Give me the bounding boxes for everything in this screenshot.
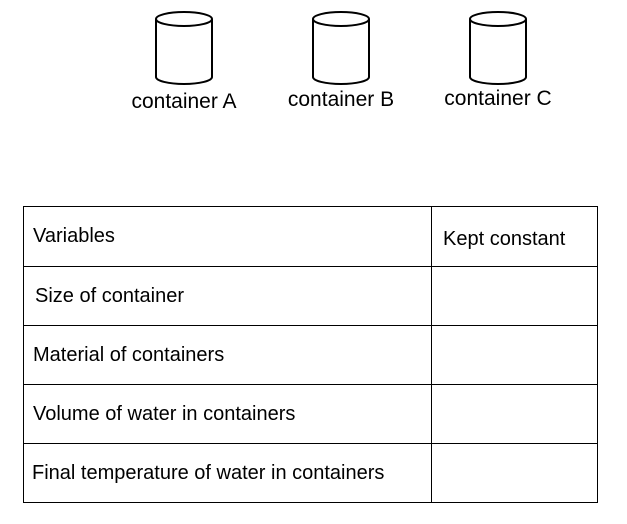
header-kept-constant: Kept constant bbox=[431, 206, 598, 267]
table-row: Material of containers bbox=[23, 325, 598, 385]
header-variables: Variables bbox=[23, 206, 432, 267]
container-a-figure: container A bbox=[104, 0, 264, 130]
kept-constant-cell[interactable] bbox=[431, 325, 598, 385]
table-header-row: Variables Kept constant bbox=[23, 206, 598, 267]
container-b-figure: container B bbox=[261, 0, 421, 130]
variable-cell: Size of container bbox=[23, 266, 432, 326]
kept-constant-cell[interactable] bbox=[431, 443, 598, 503]
container-label: container C bbox=[444, 87, 552, 110]
cylinder-icon bbox=[469, 11, 527, 85]
table-row: Size of container bbox=[23, 266, 598, 326]
container-label: container B bbox=[287, 88, 395, 111]
variable-cell: Final temperature of water in containers bbox=[23, 443, 432, 503]
table-row: Volume of water in containers bbox=[23, 384, 598, 444]
cylinder-icon bbox=[155, 11, 213, 85]
kept-constant-cell[interactable] bbox=[431, 266, 598, 326]
container-label: container A bbox=[131, 90, 237, 113]
container-c-figure: container C bbox=[418, 0, 578, 130]
variable-cell: Material of containers bbox=[23, 325, 432, 385]
table-row: Final temperature of water in containers bbox=[23, 443, 598, 503]
variable-cell: Volume of water in containers bbox=[23, 384, 432, 444]
cylinder-icon bbox=[312, 11, 370, 85]
variables-table: Variables Kept constant Size of containe… bbox=[23, 206, 598, 503]
kept-constant-cell[interactable] bbox=[431, 384, 598, 444]
